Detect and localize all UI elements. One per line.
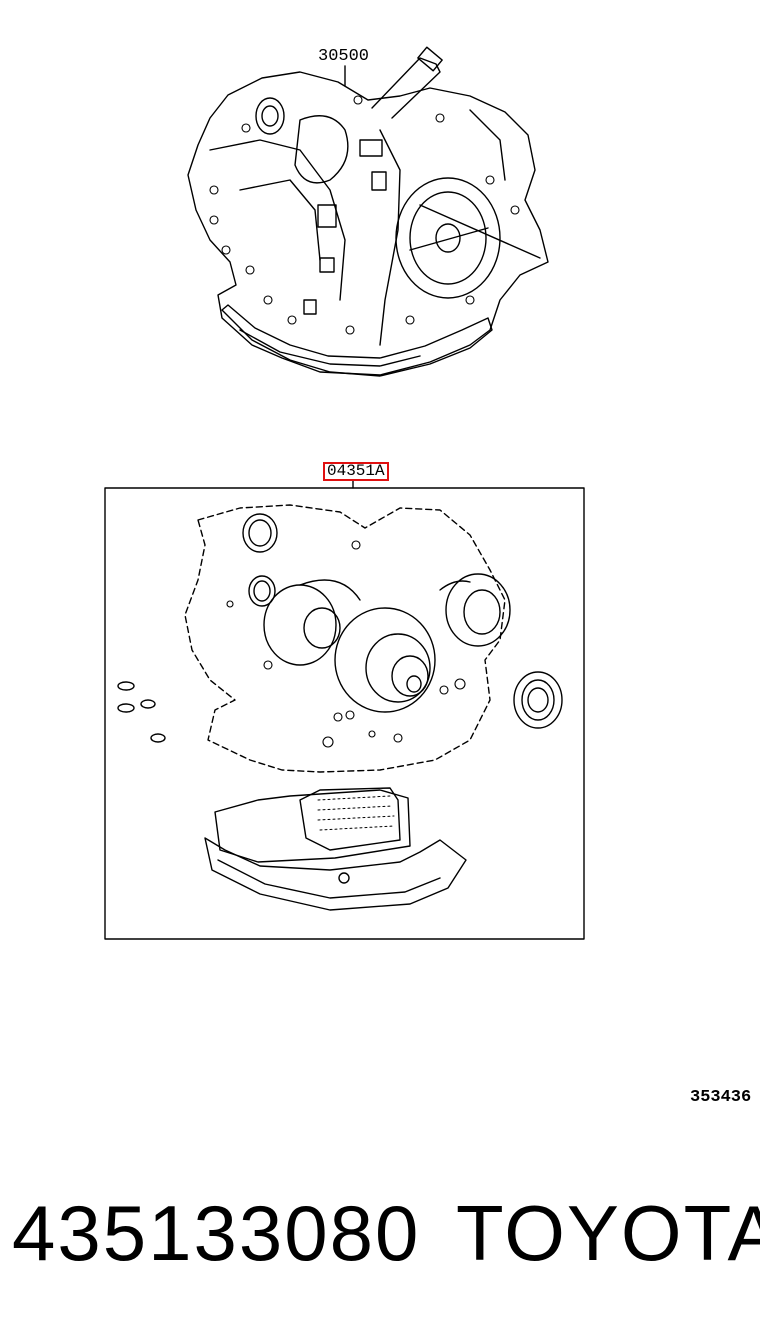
illustration-number: 353436: [690, 1088, 752, 1107]
transaxle-assembly-drawing: [187, 46, 549, 377]
callout-overhaul-kit[interactable]: 04351A: [323, 462, 389, 481]
overhaul-kit-drawing: [104, 479, 585, 940]
part-number: 435133080: [12, 1189, 421, 1277]
callout-transaxle-assembly: 30500: [318, 47, 370, 66]
brand-name: TOYOTA: [456, 1189, 760, 1277]
